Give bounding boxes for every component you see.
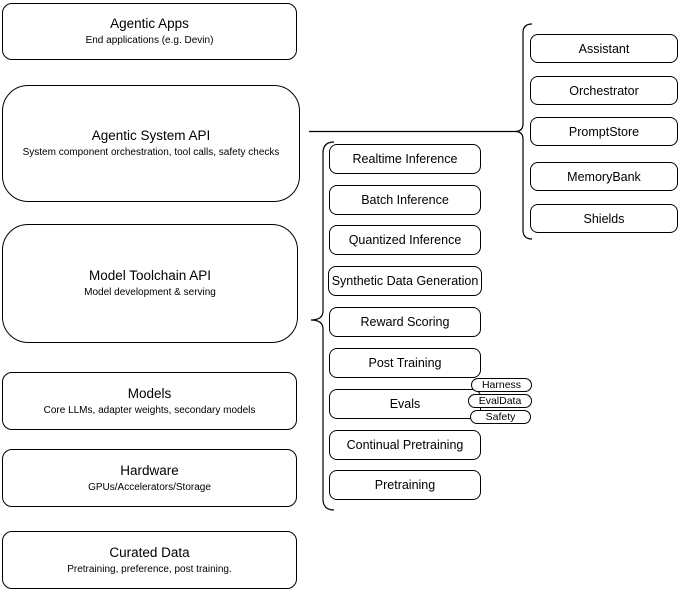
node-subtitle: Pretraining, preference, post training. — [67, 563, 232, 575]
evals-tag-safety: Safety — [470, 410, 531, 424]
evals-tag-evaldata: EvalData — [468, 394, 532, 408]
service-synthetic-data-generation: Synthetic Data Generation — [328, 266, 482, 296]
service-realtime-inference: Realtime Inference — [329, 144, 481, 174]
service-reward-scoring: Reward Scoring — [329, 307, 481, 337]
component-shields: Shields — [530, 204, 678, 233]
service-post-training: Post Training — [329, 348, 481, 378]
component-promptstore: PromptStore — [530, 117, 678, 146]
service-evals: Evals — [329, 389, 481, 419]
node-title: Models — [127, 385, 172, 401]
component-orchestrator: Orchestrator — [530, 76, 678, 105]
node-subtitle: End applications (e.g. Devin) — [85, 35, 214, 46]
node-model-toolchain-api: Model Toolchain API Model development & … — [2, 224, 298, 343]
node-curated-data: Curated Data Pretraining, preference, po… — [2, 531, 297, 589]
service-pretraining: Pretraining — [329, 470, 481, 500]
component-memorybank: MemoryBank — [530, 162, 678, 191]
evals-tag-harness: Harness — [471, 378, 532, 392]
node-subtitle: System component orchestration, tool cal… — [22, 147, 280, 158]
component-assistant: Assistant — [530, 34, 678, 63]
service-quantized-inference: Quantized Inference — [329, 225, 481, 255]
node-title: Curated Data — [109, 544, 190, 560]
node-hardware: Hardware GPUs/Accelerators/Storage — [2, 449, 297, 507]
node-subtitle: Model development & serving — [84, 287, 216, 298]
node-subtitle: GPUs/Accelerators/Storage — [88, 481, 211, 493]
node-agentic-apps: Agentic Apps End applications (e.g. Devi… — [2, 3, 297, 60]
node-title: Hardware — [120, 462, 179, 478]
node-title: Model Toolchain API — [88, 268, 212, 283]
node-title: Agentic Apps — [110, 16, 189, 31]
node-title: Agentic System API — [91, 128, 211, 143]
node-subtitle: Core LLMs, adapter weights, secondary mo… — [43, 404, 256, 416]
service-continual-pretraining: Continual Pretraining — [329, 430, 481, 460]
node-agentic-system-api: Agentic System API System component orch… — [2, 85, 300, 202]
service-batch-inference: Batch Inference — [329, 185, 481, 215]
node-models: Models Core LLMs, adapter weights, secon… — [2, 372, 297, 430]
